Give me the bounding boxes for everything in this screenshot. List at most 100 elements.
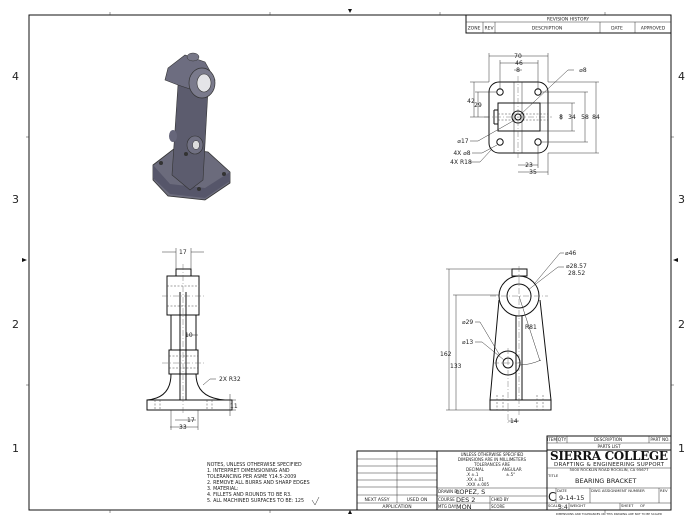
dimension-label: 84: [592, 114, 600, 121]
decimal-label: DECIMAL: [466, 467, 485, 472]
dimension-label: 14: [510, 418, 518, 425]
zone-label: 2: [678, 318, 685, 331]
parts-column-header: DESCRIPTION: [594, 437, 622, 442]
sheet-size: C: [548, 490, 556, 504]
dimension-label: ⌀46: [565, 250, 576, 257]
zone-label: 4: [678, 70, 685, 83]
school-logo: SIERRA COLLEGE: [550, 449, 668, 463]
dimension-label: 4X ⌀8: [453, 150, 470, 157]
scale-label: SCALE: [548, 503, 561, 508]
mtg-day-value: MON: [456, 503, 472, 511]
decimal-tolerance: .XXX ±.005: [466, 482, 489, 487]
course-value: DES 2: [456, 496, 475, 504]
zone-label: 3: [12, 193, 19, 206]
tolerance-block: UNLESS OTHERWISE SPECIFIED DIMENSIONS AR…: [436, 450, 548, 511]
front-view: ⌀46 ⌀28.57 28.52 R81 ⌀29 ⌀13 162 133 14: [440, 250, 587, 425]
note-line: 2. REMOVE ALL BURRS AND SHARP EDGES: [207, 480, 310, 486]
surface-finish-symbol: [311, 496, 320, 506]
zone-label: 1: [678, 442, 685, 455]
column-header: DESCRIPTION: [532, 26, 562, 32]
application-table: NEXT ASSY USED ON APPLICATION: [356, 450, 438, 511]
next-assy-label: NEXT ASSY: [365, 497, 390, 503]
note-line: 5. ALL MACHINED SURFACES TO BE: 125: [207, 498, 304, 504]
drawn-by-label: DRAWN BY: [438, 489, 460, 494]
dimension-label: 34: [568, 114, 576, 121]
course-label: COURSE: [438, 497, 455, 502]
note-line: 1. INTERPRET DIMENSIONING AND: [207, 468, 290, 474]
drawing-date: 9-14-15: [559, 494, 584, 502]
dimension-label: 42: [467, 98, 475, 105]
title-label: TITLE: [547, 473, 559, 478]
center-mark-bottom: [348, 510, 352, 514]
column-header: DATE: [611, 26, 623, 32]
column-header: APPROVED: [641, 26, 666, 32]
dimension-label: 2X R32: [219, 376, 241, 383]
drawing-scale: 3:4: [558, 504, 568, 511]
drawn-by-value: LOPEZ, S: [456, 488, 485, 496]
dimension-label: 8: [559, 114, 563, 121]
dimension-label: 29: [474, 102, 482, 109]
dimension-label: ⌀17: [457, 138, 468, 145]
note-line: NOTES, UNLESS OTHERWISE SPECIFIED: [207, 462, 302, 468]
department-name: DRAFTING & ENGINEERING SUPPORT: [554, 462, 665, 468]
dimension-label: 162: [440, 351, 452, 358]
dimension-label: 17: [179, 249, 187, 256]
general-notes: NOTES, UNLESS OTHERWISE SPECIFIED 1. INT…: [206, 462, 320, 506]
zone-label: 2: [12, 318, 19, 331]
dimension-label: 4X R18: [450, 159, 472, 166]
dimension-label: ⌀13: [462, 339, 473, 346]
angular-label: ANGULAR: [502, 467, 522, 472]
note-line: 4. FILLETS AND ROUNDS TO BE R3.: [207, 492, 292, 498]
dimension-label: 17: [187, 417, 195, 424]
sheet-label: SHEET: [621, 503, 634, 508]
school-address: 5000 ROCKLIN ROAD ROCKLIN, CA 95677: [570, 467, 650, 472]
dimension-label: 35: [529, 169, 537, 176]
parts-column-header: QTY: [558, 437, 567, 442]
parts-column-header: PART NO.: [650, 437, 669, 442]
tolerance-note: TOLERANCES ARE: [473, 462, 510, 467]
dimension-label: 28.52: [568, 270, 585, 277]
top-view: 70 46 8 ⌀8 42 29 8 34 58 84 ⌀17 4X ⌀8 4X…: [450, 53, 600, 176]
dimension-label: 10: [185, 332, 193, 339]
dwg-number-label: DWG ASSIGNMENT NUMBER: [591, 488, 645, 493]
dimension-label: 70: [514, 53, 522, 60]
tolerance-note: UNLESS OTHERWISE SPECIFIED: [461, 452, 524, 457]
zone-label: 3: [678, 193, 685, 206]
side-view: 17 10 2X R32 11 17 33: [146, 248, 241, 431]
dimension-label: 8: [516, 67, 520, 74]
note-line: 3. MATERIAL:: [207, 486, 239, 492]
dimension-label: 23: [525, 162, 533, 169]
center-mark-top: [348, 9, 352, 13]
revision-history-table: REVISION HISTORY ZONE REV DESCRIPTION DA…: [465, 14, 672, 34]
score-label: SCORE: [491, 504, 505, 509]
dimension-label: ⌀8: [579, 67, 587, 74]
column-header: REV: [484, 26, 494, 32]
dimension-label: 33: [179, 424, 187, 431]
decimal-tolerance: .XX ±.01: [466, 477, 484, 482]
zone-label: 1: [12, 442, 19, 455]
of-label: OF: [640, 503, 645, 508]
center-mark-left: [22, 258, 27, 262]
weight-label: WEIGHT: [570, 503, 586, 508]
dimension-label: 11: [230, 403, 238, 410]
dimension-label: 58: [581, 114, 589, 121]
dimension-label: R81: [525, 324, 537, 331]
dimension-label: ⌀29: [462, 319, 473, 326]
tolerance-note: DIMENSIONS ARE IN MILLIMETERS: [458, 457, 527, 462]
title-block: ITEM QTY DESCRIPTION PART NO. PARTS LIST…: [546, 435, 672, 511]
application-label: APPLICATION: [382, 504, 411, 510]
center-mark-right: [673, 258, 678, 262]
drawing-title: BEARING BRACKET: [575, 477, 636, 485]
note-line: TOLERANCING PER ASME Y14.5-2009: [206, 474, 296, 480]
rev-label: REV: [660, 488, 668, 493]
angular-tolerance: ±.5°: [506, 472, 515, 477]
dimension-label: 133: [450, 363, 462, 370]
footer-note: DIMENSIONS AND TOLERANCES ON THIS DRAWIN…: [556, 512, 662, 516]
dimension-label: 46: [515, 60, 523, 67]
zone-label: 4: [12, 70, 19, 83]
date-label: DATE: [557, 488, 567, 493]
mtg-day-label: MTG DAY: [438, 504, 457, 509]
decimal-tolerance: .X ±.1: [466, 472, 479, 477]
dimension-label: ⌀28.57: [566, 263, 587, 270]
